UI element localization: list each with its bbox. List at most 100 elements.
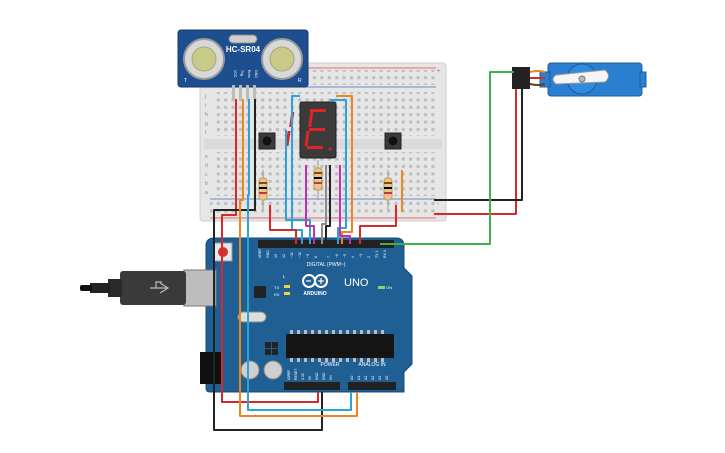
svg-text:~5: ~5: [343, 254, 347, 258]
wire-seg-b: [285, 130, 311, 244]
analog-pin-labels: A0 A1 A2 A3 A4 A5: [350, 376, 389, 380]
svg-text:12: 12: [282, 254, 286, 258]
svg-text:Echo: Echo: [247, 70, 251, 78]
svg-text:AREF: AREF: [258, 248, 262, 258]
svg-text:GND: GND: [254, 70, 258, 78]
svg-text:~6: ~6: [335, 254, 339, 258]
wire-seg-d: [330, 99, 347, 244]
arduino-model: UNO: [344, 277, 369, 289]
wire-seg-f: [321, 165, 327, 244]
resistor-middle: [313, 160, 323, 200]
svg-text:2: 2: [367, 256, 371, 258]
seven-segment-icon[interactable]: 8: [285, 101, 337, 159]
arduino-uno[interactable]: AREF GND 13 12 ~11 ~10 ~9 8 7 ~6 ~5 4 ~3…: [183, 237, 413, 393]
arduino-logo-icon: [302, 274, 328, 288]
chip-pins: [290, 330, 384, 362]
svg-text:A4: A4: [378, 376, 382, 380]
svg-text:A0: A0: [350, 376, 354, 380]
svg-text:~3: ~3: [359, 254, 363, 258]
capacitor: [263, 360, 283, 380]
servo-connector: [512, 67, 530, 89]
rail-plus-label: +: [437, 69, 441, 75]
svg-text:a: a: [205, 190, 208, 196]
wire-servo-gnd: [434, 89, 523, 201]
svg-text:7: 7: [327, 256, 331, 258]
wire-echo: [247, 99, 352, 411]
icsp-header: [265, 342, 278, 355]
svg-text:13: 13: [274, 254, 278, 258]
sensor-pins: [232, 85, 256, 99]
svg-text:b: b: [205, 181, 208, 187]
svg-text:Trig: Trig: [240, 70, 244, 76]
svg-text:A3: A3: [371, 376, 375, 380]
svg-text:GND: GND: [315, 372, 319, 380]
on-led-label: ON: [386, 285, 392, 290]
svg-text:TX 1: TX 1: [375, 250, 379, 258]
wire-seg-dp: [339, 165, 351, 244]
svg-text:GND: GND: [266, 250, 270, 258]
svg-text:f: f: [205, 130, 207, 136]
display-digit: 8: [318, 156, 319, 158]
svg-text:IOREF: IOREF: [287, 370, 291, 380]
wire-5v: [221, 99, 319, 403]
sensor-t-mark: T: [184, 78, 187, 84]
svg-text:RX 0: RX 0: [383, 250, 387, 258]
wire-seg-a: [291, 95, 300, 200]
sensor-pin-labels: VCC Trig Echo GND: [233, 70, 258, 78]
svg-text:RESET: RESET: [294, 369, 298, 380]
svg-text:VCC: VCC: [233, 70, 237, 78]
svg-text:GND: GND: [322, 372, 326, 380]
crystal: [237, 311, 267, 323]
wire-button-left: [269, 205, 297, 244]
svg-text:5V: 5V: [308, 375, 312, 380]
analog-label: ANALOG IN: [358, 362, 386, 368]
digital-pin-labels: AREF GND 13 12 ~11 ~10 ~9 8 7 ~6 ~5 4 ~3…: [258, 248, 387, 258]
usb-jack: [183, 269, 217, 307]
wire-seg-e: [305, 165, 315, 244]
regulator: [254, 286, 266, 298]
svg-text:j: j: [204, 94, 206, 100]
svg-text:h: h: [205, 112, 208, 118]
l-led-label: L: [283, 274, 286, 279]
wires: [213, 71, 523, 431]
bottom-power-rail: [210, 201, 436, 216]
svg-text:d: d: [205, 163, 208, 169]
svg-text:3.3V: 3.3V: [301, 372, 305, 380]
wire-trig: [239, 99, 358, 417]
svg-text:8: 8: [314, 256, 318, 258]
rx-label: RX: [274, 292, 280, 297]
svg-text:g: g: [205, 121, 208, 127]
svg-text:4: 4: [351, 256, 355, 258]
sensor-model-label: HC-SR04: [226, 45, 261, 54]
ultrasonic-sensor[interactable]: HC-SR04 T R VCC Trig Echo GND: [177, 29, 309, 99]
usb-cable-icon: [80, 271, 186, 305]
wire-servo-power: [434, 89, 517, 215]
svg-text:~10: ~10: [298, 252, 302, 258]
sensor-r-mark: R: [298, 78, 302, 84]
power-jack: [200, 352, 222, 384]
atmega-chip: [286, 334, 394, 358]
rail-minus-label: -: [437, 201, 439, 207]
wire-seg-g: [325, 165, 331, 244]
servo-icon[interactable]: [512, 62, 647, 97]
svg-text:e: e: [205, 154, 208, 160]
svg-text:i: i: [205, 103, 206, 109]
wire-servo-signal: [380, 71, 514, 245]
svg-text:A1: A1: [357, 376, 361, 380]
wire-gnd: [213, 99, 323, 431]
arduino-brand: ARDUINO: [303, 291, 326, 297]
svg-text:~11: ~11: [290, 252, 294, 258]
pushbutton-right[interactable]: [384, 132, 402, 150]
tx-label: TX: [274, 285, 279, 290]
svg-text:Vin: Vin: [329, 375, 333, 380]
pushbutton-left[interactable]: [258, 132, 276, 150]
analog-header: [348, 382, 396, 390]
svg-text:c: c: [205, 172, 208, 178]
svg-text:A2: A2: [364, 376, 368, 380]
svg-text:~9: ~9: [306, 254, 310, 258]
resistor-right: [383, 170, 393, 210]
row-letters: j i h g f e d c b a: [204, 94, 208, 196]
svg-text:A5: A5: [385, 376, 389, 380]
power-header: [284, 382, 340, 390]
